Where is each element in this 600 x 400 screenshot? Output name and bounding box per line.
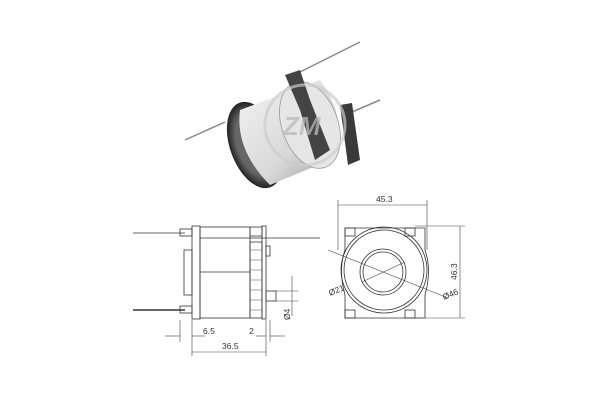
dim-lead-offset: 6.5 xyxy=(203,326,215,336)
product-photo: ZM xyxy=(184,41,381,189)
lead-wire-left xyxy=(184,121,226,141)
dim-width: 45.3 xyxy=(376,194,393,204)
dim-flange: 2 xyxy=(249,326,254,336)
front-view: 45.3 46.3 Ø21 Ø46 xyxy=(327,194,465,319)
dim-length: 36.5 xyxy=(222,341,239,351)
dim-outer-diameter: Ø46 xyxy=(441,286,460,301)
side-view: 6.5 2 36.5 Ø4 xyxy=(133,225,320,356)
dim-pin-diameter: Ø4 xyxy=(282,308,292,320)
terminal-bracket xyxy=(285,70,330,160)
dim-height: 46.3 xyxy=(449,263,459,280)
watermark-logo xyxy=(263,83,347,167)
svg-text:ZM: ZM xyxy=(282,111,322,141)
lead-wire-top xyxy=(299,41,361,73)
